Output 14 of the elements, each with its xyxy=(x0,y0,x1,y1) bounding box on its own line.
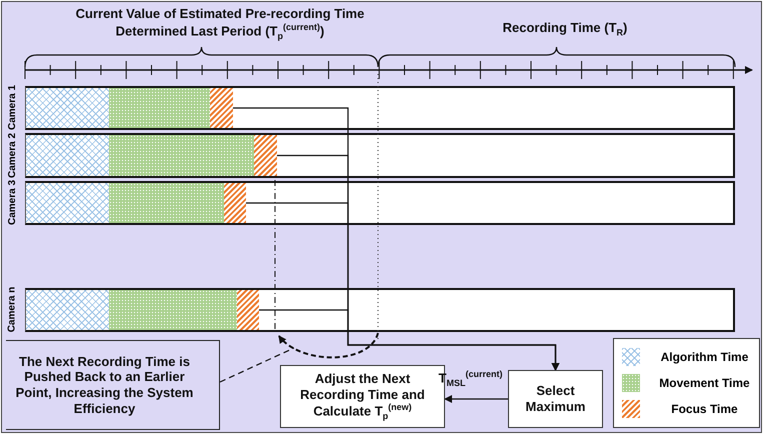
legend-label: Focus Time xyxy=(670,402,739,416)
axis-label: Recording Time (T$_{R}$) xyxy=(502,20,628,38)
legend-label: Movement Time xyxy=(658,376,751,390)
camera-label: Camera 1 xyxy=(6,84,18,130)
camera-label: Camera n xyxy=(6,286,18,332)
camera-label: Camera 3 xyxy=(6,180,18,226)
camera-label: Camera 2 xyxy=(6,132,18,178)
legend-label: Algorithm Time xyxy=(660,350,750,364)
note: The Next Recording Time is Pushed Back to an Earlier Point, Increasing the System Efficiency xyxy=(6,340,220,430)
arrow xyxy=(258,309,560,371)
arrow xyxy=(444,395,508,403)
process-box: Select Maximum xyxy=(508,370,603,428)
leader-line xyxy=(220,347,294,383)
axis-label: Current Value of Estimated Pre-recording Time Determined Last Period (T$_{p}$$^{(current)}$) xyxy=(74,6,366,42)
